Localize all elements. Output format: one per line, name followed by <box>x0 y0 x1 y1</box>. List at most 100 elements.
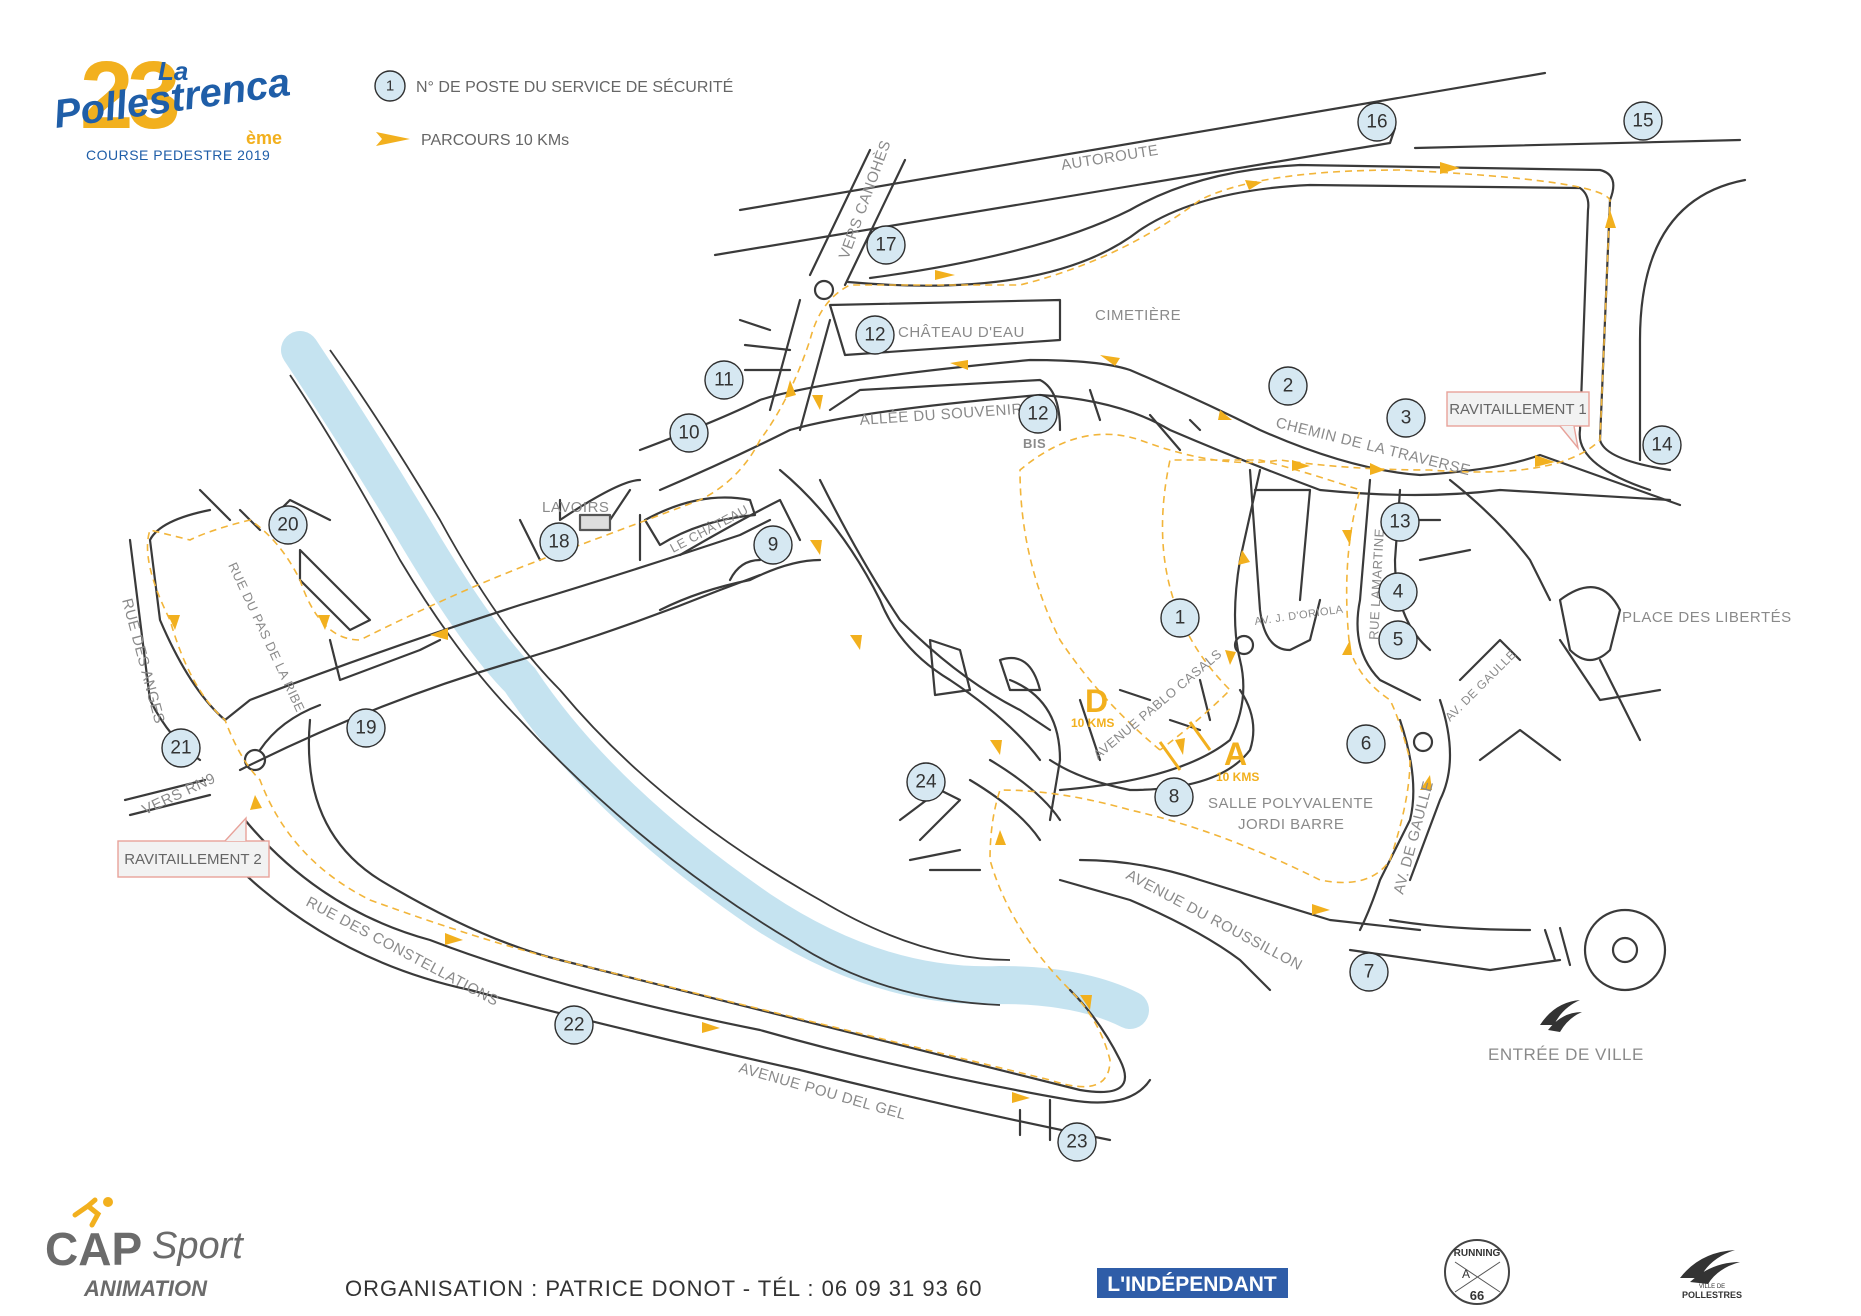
label-av-oriola: AV. J. D'ORIOLA <box>1254 604 1345 628</box>
post-circle <box>704 360 744 400</box>
post-number: 1 <box>1175 608 1186 629</box>
post-number: 13 <box>1389 512 1410 533</box>
post-circle <box>161 728 201 768</box>
label-avenue-roussillon: AVENUE DU ROUSSILLON <box>1123 867 1305 975</box>
security-post: 4 <box>1378 572 1418 612</box>
finish-letter: A <box>1224 736 1247 772</box>
start-marker: D 10 KMS <box>1071 683 1114 730</box>
ville-name: POLLESTRES <box>1682 1290 1742 1300</box>
post-number: 5 <box>1393 630 1404 651</box>
post-circle <box>1057 1122 1097 1162</box>
cap-logo-main: CAP <box>45 1223 142 1275</box>
label-place-libertes-1: PLACE DES LIBERTÉS <box>1622 609 1792 626</box>
post-number: 22 <box>563 1015 584 1036</box>
post-circle <box>1268 366 1308 406</box>
logo-suffix: ème <box>246 128 282 148</box>
label-entree-ville: ENTRÉE DE VILLE <box>1488 1045 1644 1064</box>
legend-post-icon <box>374 70 406 102</box>
post-number: 24 <box>915 772 937 793</box>
legend-route-label: PARCOURS 10 KMs <box>421 132 569 149</box>
post-circle <box>1378 620 1418 660</box>
security-post: 6 <box>1346 724 1386 764</box>
post-number: 18 <box>548 532 569 553</box>
post-circle <box>1349 952 1389 992</box>
post-circle <box>554 1005 594 1045</box>
post-circle <box>1346 724 1386 764</box>
post-number: 2 <box>1283 376 1294 397</box>
logo-subtitle: COURSE PEDESTRE 2019 <box>86 147 270 163</box>
post-circle <box>1380 502 1420 542</box>
security-post: 7 <box>1349 952 1389 992</box>
post-circle <box>1160 598 1200 638</box>
security-post: 2 <box>1268 366 1308 406</box>
ravitaillement-1: RAVITAILLEMENT 1 <box>1446 391 1590 451</box>
label-bis: BIS <box>1023 436 1046 451</box>
ravitaillement-1-label: RAVITAILLEMENT 1 <box>1449 401 1587 418</box>
finish-marker: A 10 KMS <box>1216 736 1259 784</box>
start-distance: 10 KMS <box>1071 716 1114 730</box>
security-post: 23 <box>1057 1122 1097 1162</box>
post-circle <box>866 225 906 265</box>
running66-logo: RUNNING A 66 <box>1444 1239 1510 1305</box>
independant-text: L'INDÉPENDANT <box>1107 1273 1277 1296</box>
post-number: 15 <box>1632 111 1653 132</box>
post-number: 16 <box>1366 112 1387 133</box>
post-circle <box>906 762 946 802</box>
security-post: 18 <box>539 522 579 562</box>
label-avenue-pou: AVENUE POU DEL GEL <box>737 1060 908 1124</box>
cap-logo-sub: ANIMATION <box>83 1276 208 1301</box>
start-letter: D <box>1085 683 1108 719</box>
post-number: 19 <box>355 718 376 739</box>
course-route <box>146 162 1616 1103</box>
footer: CAP Sport ANIMATION ORGANISATION : PATRI… <box>45 1000 1742 1305</box>
post-number: 10 <box>678 423 699 444</box>
legend-post-label: N° DE POSTE DU SERVICE DE SÉCURITÉ <box>416 77 733 96</box>
ravitaillement-2: RAVITAILLEMENT 2 <box>117 816 270 878</box>
running66-num: 66 <box>1470 1288 1484 1303</box>
security-post: 13 <box>1380 502 1420 542</box>
runner-icon <box>72 1197 102 1228</box>
security-post: 11 <box>704 360 744 400</box>
post-circle <box>1018 394 1058 434</box>
security-post: 19 <box>346 708 386 748</box>
entree-ville-swoosh <box>1540 1000 1582 1032</box>
finish-distance: 10 KMS <box>1216 770 1259 784</box>
security-post: 20 <box>268 505 308 545</box>
ville-small: VILLE DE <box>1699 1284 1725 1290</box>
security-post: 10 <box>669 413 709 453</box>
post-number: 20 <box>277 515 298 536</box>
security-post: 16 <box>1357 102 1397 142</box>
independant-logo: L'INDÉPENDANT <box>1097 1268 1288 1298</box>
security-post: 5 <box>1378 620 1418 660</box>
event-logo: 23 La Pollestrenca ème COURSE PEDESTRE 2… <box>51 42 293 163</box>
running66-letters: A <box>1462 1267 1470 1281</box>
post-number: 9 <box>768 535 779 556</box>
post-number: 23 <box>1066 1132 1087 1153</box>
logo-number: 23 <box>80 42 177 149</box>
security-post: 17 <box>866 225 906 265</box>
post-circle <box>268 505 308 545</box>
post-number: 12 <box>1027 404 1048 425</box>
post-number: 14 <box>1651 435 1673 456</box>
post-number: 3 <box>1401 408 1412 429</box>
post-number: 8 <box>1169 787 1180 808</box>
label-rue-pas-ribe: RUE DU PAS DE LA RIBE <box>225 560 308 714</box>
post-number: 4 <box>1393 582 1404 603</box>
security-post: 22 <box>554 1005 594 1045</box>
post-circle <box>1623 101 1663 141</box>
post-circle <box>1386 398 1426 438</box>
security-post: 12 <box>1018 394 1058 434</box>
organisation-contact: ORGANISATION : PATRICE DONOT - TÉL : 06 … <box>345 1276 982 1301</box>
label-le-chateau: LE CHÂTEAU <box>667 502 751 556</box>
post-number: 6 <box>1361 734 1372 755</box>
legend-route-arrow-icon <box>376 132 410 146</box>
cap-sport-logo: CAP Sport ANIMATION <box>45 1197 244 1301</box>
post-number: 12 <box>864 325 885 346</box>
post-circle <box>1642 425 1682 465</box>
security-post: 14 <box>1642 425 1682 465</box>
label-rue-lamartine: RUE LAMARTINE <box>1366 528 1387 640</box>
label-chateau-eau: CHÂTEAU D'EAU <box>898 324 1025 341</box>
label-rue-constellations: RUE DES CONSTELLATIONS <box>303 894 501 1010</box>
post-number: 21 <box>170 738 191 759</box>
